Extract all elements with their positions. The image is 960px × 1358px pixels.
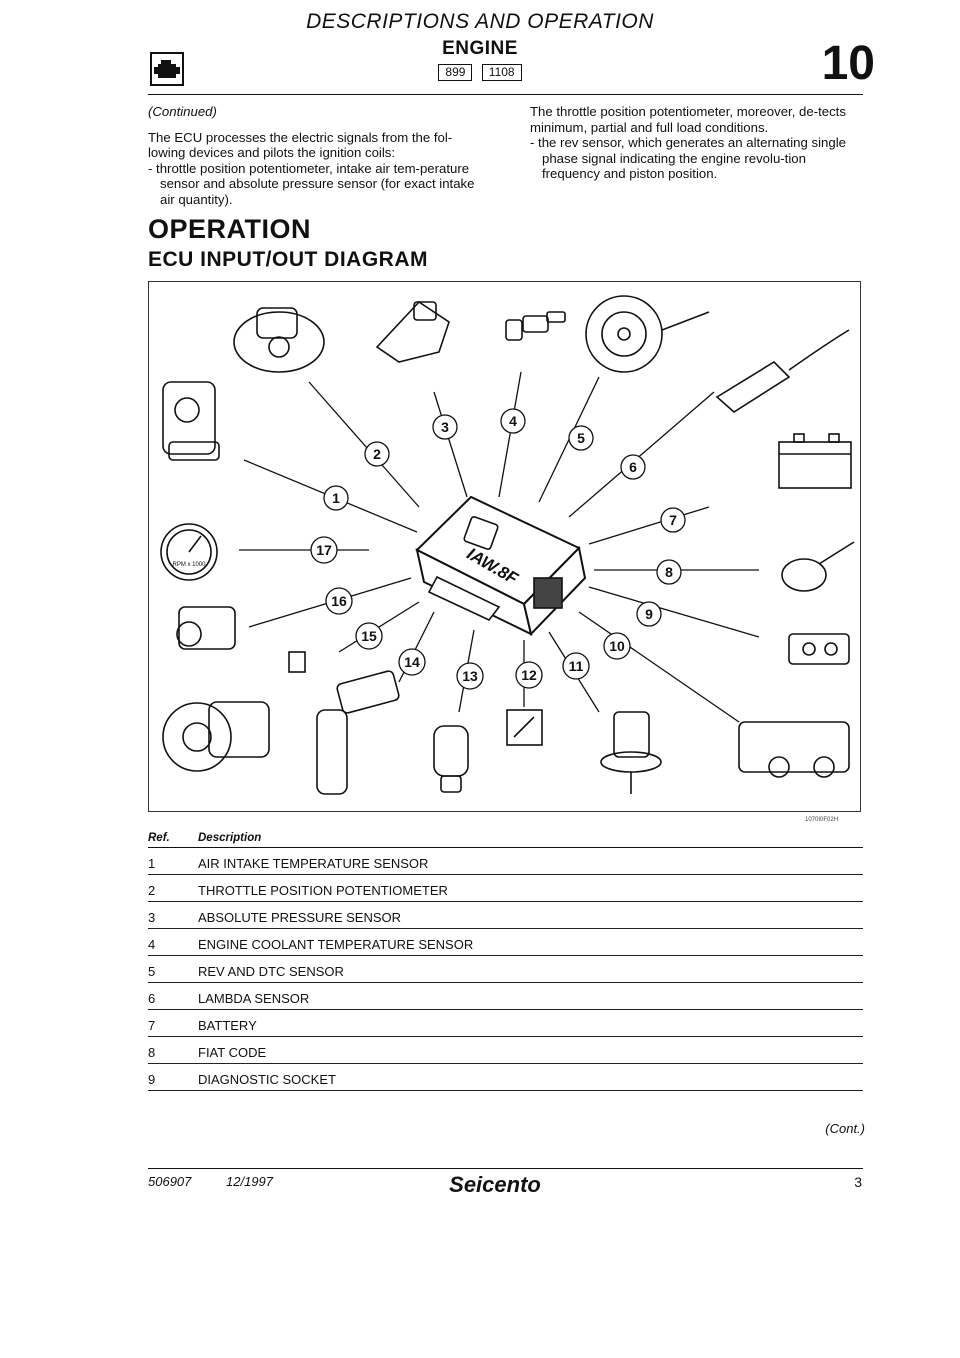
svg-text:12: 12 — [521, 667, 537, 683]
svg-text:17: 17 — [316, 542, 332, 558]
svg-text:7: 7 — [669, 512, 677, 528]
right-column: The throttle position potentiometer, mor… — [530, 104, 865, 182]
lambda-sensor-icon — [715, 329, 850, 413]
callout-12: 12 — [515, 661, 543, 689]
callout-8: 8 — [656, 559, 682, 585]
callout-11: 11 — [562, 652, 590, 680]
callout-6: 6 — [620, 454, 646, 480]
diagram-heading: ECU INPUT/OUT DIAGRAM — [148, 248, 428, 271]
callout-7: 7 — [660, 507, 686, 533]
footer-rule — [148, 1168, 863, 1169]
table-header-rule — [148, 847, 863, 848]
svg-text:9: 9 — [645, 606, 653, 622]
fiat-code-key-icon — [781, 541, 855, 592]
callout-1: 1 — [323, 485, 349, 511]
continued-label: (Continued) — [148, 104, 217, 119]
callout-5: 5 — [568, 425, 594, 451]
brand-logo: Seicento — [449, 1172, 541, 1197]
callout-4: 4 — [500, 408, 526, 434]
fuel-pump-relay-icon — [336, 670, 400, 714]
ecu-unit-icon: IAW.8F — [415, 495, 587, 637]
operation-heading: OPERATION — [148, 214, 312, 244]
callout-17: 17 — [310, 536, 338, 564]
ignition-coil-icon — [506, 709, 543, 746]
air-temp-sensor-icon — [162, 381, 220, 461]
svg-text:14: 14 — [404, 654, 420, 670]
left-bullet: - throttle position potentiometer, intak… — [148, 160, 475, 207]
table-header-ref: Ref. — [148, 832, 170, 844]
continued-note: (Cont.) — [825, 1121, 865, 1136]
svg-text:16: 16 — [331, 593, 347, 609]
callout-16: 16 — [325, 587, 353, 615]
page-number: 3 — [854, 1174, 862, 1190]
diagram-svg: IAW.8F RPM x 1000 1 2 3 4 5 6 7 8 9 10 1… — [160, 295, 855, 795]
left-column: (Continued) The ECU processes the electr… — [148, 104, 488, 207]
header-rule — [148, 94, 863, 95]
callout-3: 3 — [432, 414, 458, 440]
doc-date: 12/1997 — [226, 1174, 273, 1189]
svg-text:1: 1 — [332, 490, 340, 506]
svg-text:11: 11 — [569, 658, 584, 674]
pressure-sensor-icon — [375, 300, 450, 363]
injector-icon — [738, 721, 850, 778]
svg-text:2: 2 — [373, 446, 381, 462]
svg-text:3: 3 — [441, 419, 449, 435]
svg-text:6: 6 — [629, 459, 637, 475]
svg-text:5: 5 — [577, 430, 585, 446]
engine-icon — [150, 52, 184, 86]
model-codes: 899 1108 — [0, 64, 960, 81]
right-bullet: - the rev sensor, which generates an alt… — [530, 135, 846, 181]
header-title: DESCRIPTIONS AND OPERATION — [306, 10, 654, 33]
injector-13-icon — [433, 725, 469, 793]
throttle-potentiometer-icon — [233, 307, 325, 373]
idle-actuator-icon — [600, 711, 662, 794]
gauge-label: RPM x 1000 — [172, 562, 206, 568]
tachometer-icon: RPM x 1000 — [160, 523, 218, 581]
callout-15: 15 — [355, 622, 383, 650]
model-code: 1108 — [481, 64, 522, 81]
callout-9: 9 — [636, 601, 662, 627]
table-header-description: Description — [198, 832, 262, 844]
ecu-diagram: IAW.8F RPM x 1000 1 2 3 4 5 6 7 8 9 10 1… — [148, 281, 861, 812]
callout-2: 2 — [364, 441, 390, 467]
section-number: 10 — [821, 37, 875, 90]
battery-icon — [778, 433, 852, 489]
rev-sensor-icon — [585, 295, 710, 373]
svg-text:13: 13 — [462, 668, 478, 684]
idle-valve-icon — [176, 606, 236, 650]
fuel-pump-icon — [316, 709, 348, 795]
callout-13: 13 — [456, 662, 484, 690]
diagnostic-socket-icon — [788, 633, 850, 665]
svg-text:8: 8 — [665, 564, 673, 580]
relay-icon — [288, 651, 306, 673]
model-code: 899 — [438, 64, 473, 81]
left-paragraph: The ECU processes the electric signals f… — [148, 129, 453, 161]
svg-text:10: 10 — [609, 638, 625, 654]
svg-text:15: 15 — [361, 628, 377, 644]
figure-code: 1070I0F02H — [805, 817, 839, 823]
svg-text:4: 4 — [509, 413, 517, 429]
header-subtitle: ENGINE — [442, 38, 518, 59]
doc-number: 506907 — [148, 1174, 192, 1189]
callout-14: 14 — [398, 648, 426, 676]
coolant-sensor-icon — [505, 311, 566, 341]
right-paragraph: The throttle position potentiometer, mor… — [530, 104, 846, 135]
compressor-icon — [162, 701, 270, 772]
callout-10: 10 — [603, 632, 631, 660]
